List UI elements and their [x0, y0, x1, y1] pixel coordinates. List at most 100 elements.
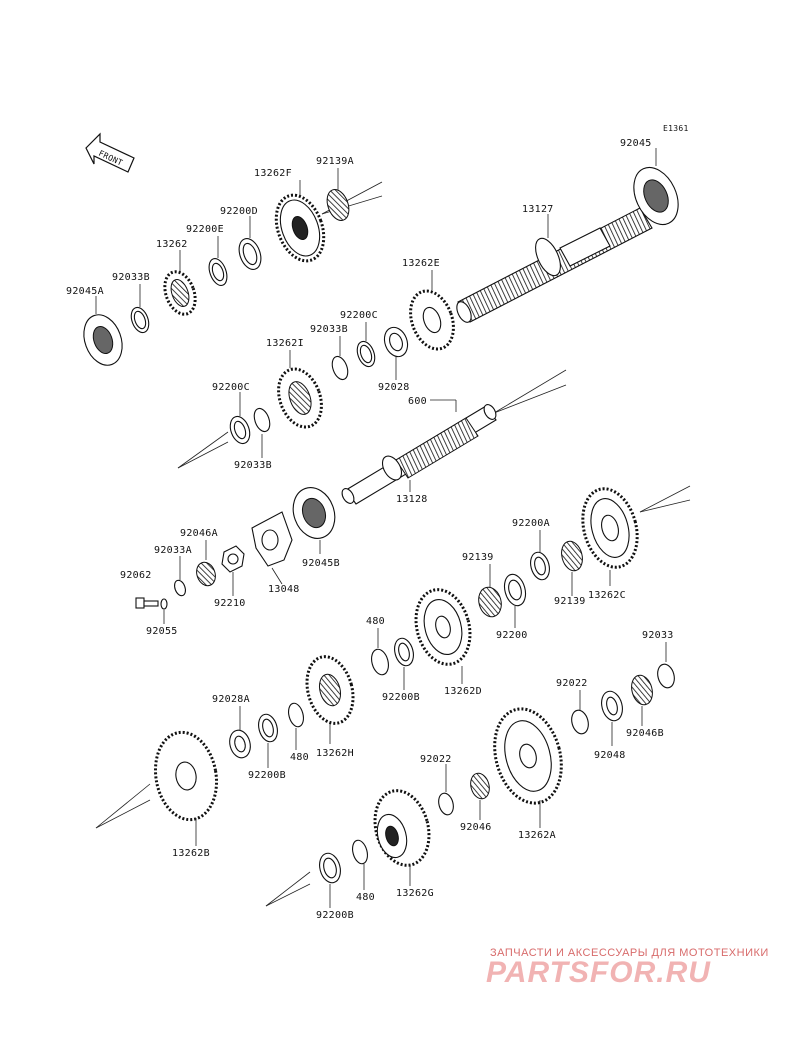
label-92200A: 92200A	[512, 518, 550, 529]
label-92028: 92028	[378, 382, 410, 393]
gear-13262C	[581, 487, 639, 569]
circlip-480-left	[288, 702, 304, 728]
circlip-92033B-lower	[253, 407, 271, 433]
nut-92210	[221, 545, 245, 573]
gear-13262D	[414, 588, 472, 666]
bottom-axis	[265, 871, 311, 907]
circlip-92033B-mid	[331, 355, 349, 381]
label-13262I: 13262I	[266, 338, 304, 349]
label-13262A: 13262A	[518, 830, 556, 841]
label-480-mid: 480	[366, 616, 385, 627]
label-92033B-lower: 92033B	[234, 460, 272, 471]
circlip-92033B-upper	[130, 306, 150, 334]
label-92139A: 92139A	[316, 156, 354, 167]
needle-bearing-92046	[470, 772, 490, 800]
circlip-480-mid	[371, 648, 389, 676]
label-92022-lower: 92022	[420, 754, 452, 765]
diagram-code: E1361	[663, 124, 689, 133]
lower-left-axis	[95, 783, 151, 829]
bushing-92048	[601, 690, 623, 722]
bushing-92028A	[229, 729, 251, 759]
bushing-92028	[383, 326, 409, 358]
label-13262: 13262	[156, 239, 188, 250]
label-92200E: 92200E	[186, 224, 224, 235]
label-92200C-upper: 92200C	[340, 310, 378, 321]
bearing-92045A	[83, 314, 123, 366]
label-13262B: 13262B	[172, 848, 210, 859]
label-13262G: 13262G	[396, 888, 434, 899]
label-92139-lower: 92139	[554, 596, 586, 607]
label-92200: 92200	[496, 630, 528, 641]
gear-13262	[163, 270, 197, 316]
washer-92200D	[238, 238, 262, 270]
part-labels: 92045 13127 92139A 13262F 92200D 92200E …	[66, 138, 674, 921]
needle-bearing-92139-lower	[561, 540, 583, 572]
washer-92200A	[530, 551, 550, 581]
gear-13262G	[373, 789, 431, 867]
washer-92055	[160, 598, 168, 610]
washer-92200C-lower	[229, 415, 251, 445]
washer-92200	[503, 573, 527, 607]
washer-92200C-upper	[356, 340, 376, 368]
gear-13262E	[409, 289, 455, 351]
label-13262E: 13262E	[402, 258, 440, 269]
watermark-subtitle: ЗАПЧАСТИ И АКСЕССУАРЫ ДЛЯ МОТОТЕХНИКИ	[490, 947, 769, 959]
circlip-480-bottom	[352, 839, 368, 865]
label-92210: 92210	[214, 598, 246, 609]
label-92200B-left: 92200B	[248, 770, 286, 781]
label-92045: 92045	[620, 138, 652, 149]
circlip-92033A	[174, 579, 186, 597]
washer-92200B-left	[258, 713, 278, 743]
label-480-left: 480	[290, 752, 309, 763]
needle-bearing-92046A	[196, 561, 216, 587]
label-92033A: 92033A	[154, 545, 192, 556]
washer-92200B-mid	[394, 637, 414, 667]
label-13127: 13127	[522, 204, 554, 215]
label-92045A: 92045A	[66, 286, 104, 297]
front-arrow-icon: FRONT	[85, 132, 135, 173]
label-13128: 13128	[396, 494, 428, 505]
circlip-92033	[657, 663, 675, 689]
needle-bearing-92139A	[326, 189, 350, 221]
gear-13262A	[493, 707, 563, 805]
gear-13262F	[274, 193, 326, 263]
bearing-92045B	[292, 487, 336, 539]
label-92200B-bottom: 92200B	[316, 910, 354, 921]
label-92139-upper: 92139	[462, 552, 494, 563]
holder-13048	[251, 511, 293, 567]
gear-13262B	[153, 730, 219, 822]
shaft-13128	[341, 404, 497, 505]
gear-13262H	[305, 655, 355, 725]
needle-bearing-92046B	[631, 674, 653, 706]
label-13262H: 13262H	[316, 748, 354, 759]
label-92028A: 92028A	[212, 694, 250, 705]
label-92033B-upper: 92033B	[112, 272, 150, 283]
shaft-13127	[456, 207, 653, 323]
label-92200D: 92200D	[220, 206, 258, 217]
label-600: 600	[408, 396, 427, 407]
needle-bearing-92139-upper	[478, 586, 502, 618]
label-92200C-lower: 92200C	[212, 382, 250, 393]
label-92046B: 92046B	[626, 728, 664, 739]
label-92062: 92062	[120, 570, 152, 581]
label-92045B: 92045B	[302, 558, 340, 569]
label-92048: 92048	[594, 750, 626, 761]
label-480-bottom: 480	[356, 892, 375, 903]
bearing-92045	[633, 166, 679, 226]
label-92033B-mid: 92033B	[310, 324, 348, 335]
label-92046: 92046	[460, 822, 492, 833]
label-13262D: 13262D	[444, 686, 482, 697]
label-13262F: 13262F	[254, 168, 292, 179]
washer-92200E	[208, 258, 228, 286]
leader-lines	[95, 148, 667, 908]
washer-92022-upper	[571, 709, 589, 735]
washer-92022-lower	[438, 792, 454, 816]
middle-shaft-axis	[177, 369, 567, 469]
label-92033: 92033	[642, 630, 674, 641]
label-92022-upper: 92022	[556, 678, 588, 689]
bolt-92062	[135, 597, 159, 609]
lower-right-axis	[639, 485, 691, 513]
watermark-logo: PARTSFOR.RU	[486, 956, 711, 989]
label-13262C: 13262C	[588, 590, 626, 601]
